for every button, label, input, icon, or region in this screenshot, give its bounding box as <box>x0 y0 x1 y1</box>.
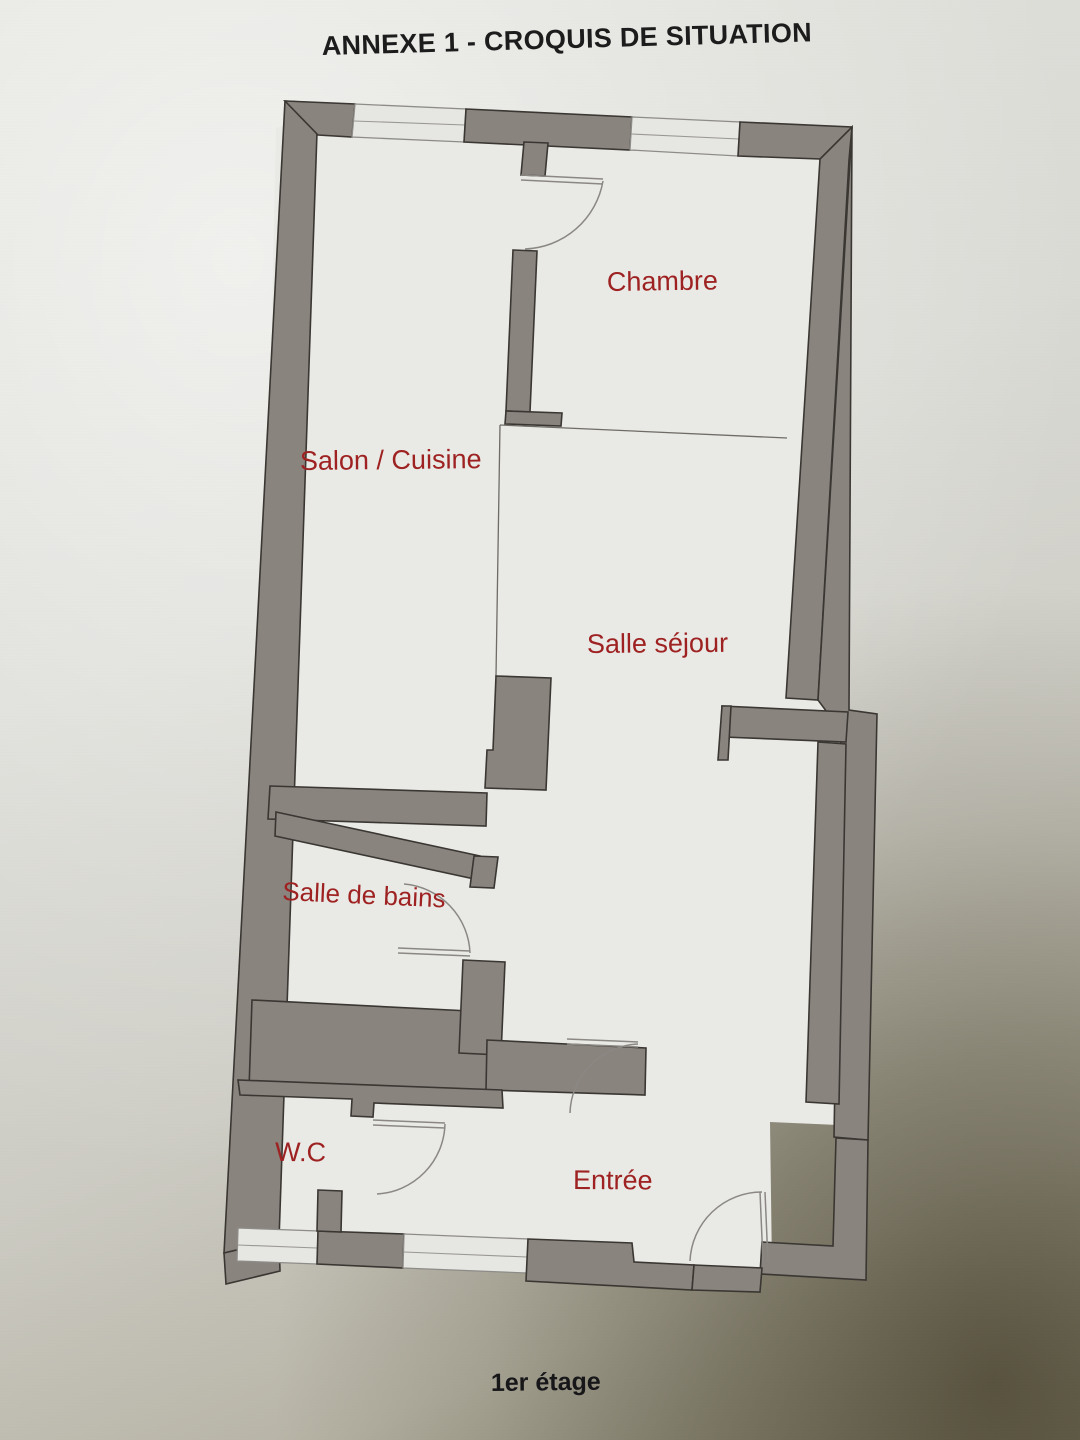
chambre-door[interactable] <box>520 174 604 250</box>
wall-chambre-door-jamb <box>520 141 549 177</box>
wall-entry-spur <box>485 1039 647 1096</box>
partition-line-chambre-sejour <box>499 424 788 439</box>
room-label-salle-de-bains: Salle de bains <box>282 876 447 913</box>
entree-door[interactable] <box>689 1191 769 1263</box>
room-label-wc: W.C <box>275 1137 326 1167</box>
window-top-right[interactable] <box>629 116 741 157</box>
wall-exterior-bottom-pier-1 <box>316 1230 405 1269</box>
wall-salon-lower-right <box>484 675 552 791</box>
wall-wc-top <box>237 1079 504 1118</box>
wall-exterior-bottom-right-strip <box>691 1264 763 1293</box>
footer-caption-text: 1er étage <box>491 1368 601 1397</box>
wall-exterior-right-upper <box>785 124 853 701</box>
wall-bathroom-top <box>267 785 488 827</box>
window-bottom-left[interactable] <box>236 1227 319 1265</box>
wall-interior-right-lower <box>805 741 847 1105</box>
window-bottom-middle[interactable] <box>402 1233 529 1274</box>
partition-line-salon-sejour <box>495 424 501 677</box>
room-label-salon-cuisine: Salon / Cuisine <box>300 444 482 476</box>
room-label-salle-sejour: Salle séjour <box>587 628 728 659</box>
page-title: ANNEXE 1 - CROQUIS DE SITUATION <box>321 17 812 61</box>
wall-interior-right-spur <box>717 705 849 761</box>
wall-wc-bottom-jamb <box>316 1189 343 1233</box>
salle-de-bains-door[interactable] <box>397 883 471 957</box>
footer-caption: 1er étage <box>491 1368 601 1397</box>
wall-bathroom-right-jamb <box>469 855 499 889</box>
wall-exterior-bottom-right <box>759 1137 869 1281</box>
page-title-text: ANNEXE 1 - CROQUIS DE SITUATION <box>321 17 812 61</box>
wall-chambre-bottom <box>504 410 563 427</box>
room-label-chambre: Chambre <box>607 265 718 297</box>
corridor-door[interactable] <box>566 1038 639 1114</box>
room-label-entree: Entrée <box>573 1165 653 1195</box>
wc-door[interactable] <box>372 1119 446 1195</box>
room-labels: Salon / Cuisine Chambre Salle séjour Sal… <box>275 265 728 1195</box>
window-top-left[interactable] <box>351 103 467 143</box>
